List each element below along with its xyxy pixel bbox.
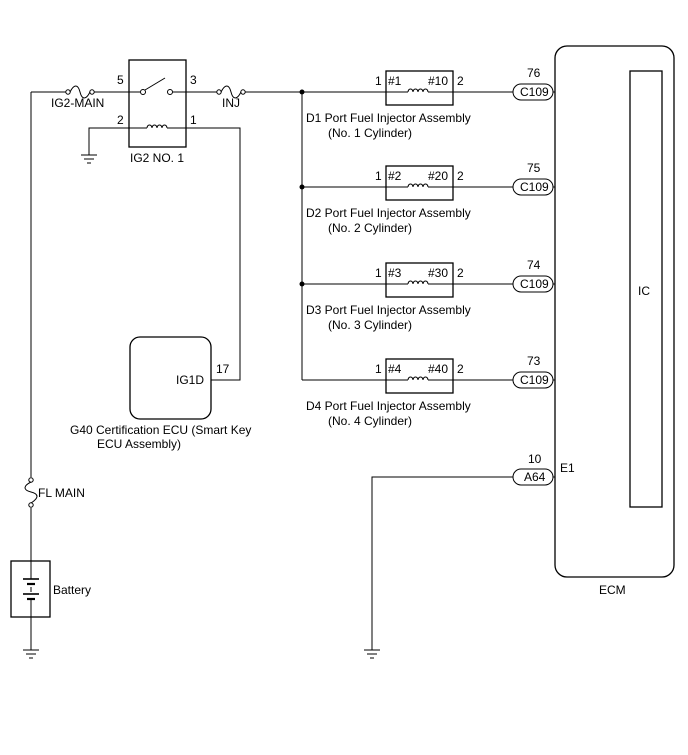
relay-label: IG2 NO. 1	[130, 151, 184, 165]
injector-right-pin: 2	[457, 266, 464, 280]
injector-name: D4 Port Fuel Injector Assembly	[306, 399, 471, 413]
cert-ecu-label-1: G40 Certification ECU (Smart Key	[70, 423, 251, 437]
cert-ecu-label-2: ECU Assembly)	[97, 437, 181, 451]
ig1d-wire	[186, 127, 241, 381]
injector-ecm-pin: 74	[527, 258, 541, 272]
c109-connector-label: C109	[520, 277, 549, 291]
c109-connector-label: C109	[520, 180, 549, 194]
c109-connector-label: C109	[520, 373, 549, 387]
injector-in-terminal: #1	[388, 74, 402, 88]
injector-in-terminal: #4	[388, 362, 402, 376]
fuse-fl-main-label: FL MAIN	[38, 486, 85, 500]
fuse-ig2-main-icon	[65, 85, 95, 99]
junction-dot	[299, 184, 305, 190]
injector-out-terminal: #20	[428, 169, 448, 183]
injector-right-pin: 2	[457, 362, 464, 376]
injector-coil-icon	[407, 88, 429, 93]
junction-dot	[299, 89, 305, 95]
injector-coil-icon	[407, 280, 429, 285]
ig2-relay-box	[128, 59, 187, 148]
junction-dot	[299, 281, 305, 287]
ground-icon	[364, 649, 380, 659]
e1-ecm-pin: 10	[528, 452, 542, 466]
ig2-relay	[128, 59, 187, 148]
ecm-ic-label: IC	[638, 284, 650, 298]
fuse-inj-label: INJ	[222, 96, 240, 110]
injector-box	[385, 262, 454, 298]
fuse-fl-main-icon	[24, 477, 38, 508]
ground-icon	[81, 154, 97, 164]
ecm-ic-box	[629, 70, 663, 508]
c109-connector	[512, 275, 554, 293]
fuse-ig2-main-label: IG2-MAIN	[51, 96, 104, 110]
injector-ecm-pin: 73	[527, 354, 541, 368]
injector-1: 1 2 #1 #10 D1 Port Fuel Injector Assembly(No…	[306, 66, 580, 140]
injector-left-pin: 1	[375, 362, 382, 376]
c109-connector-label: C109	[520, 85, 549, 99]
a64-connector-label: A64	[524, 470, 546, 484]
injector-in-terminal: #3	[388, 266, 402, 280]
relay-switch-icon	[129, 77, 186, 95]
relay-coil-ground-wire	[88, 127, 129, 155]
injector-out-terminal: #30	[428, 266, 448, 280]
injector-3: 1 2 #3 #30 D3 Port Fuel Injector Assembly(No…	[306, 258, 580, 332]
injector-name: D1 Port Fuel Injector Assembly	[306, 111, 471, 125]
injector-right-pin: 2	[457, 74, 464, 88]
injector-out-terminal: #40	[428, 362, 448, 376]
cert-ecu-pin: 17	[216, 362, 230, 376]
battery-cell-icon	[23, 561, 39, 617]
injector-left-pin: 1	[375, 169, 382, 183]
relay-pin-1: 1	[190, 113, 197, 127]
a64-connector	[512, 468, 554, 486]
injector-left-pin: 1	[375, 266, 382, 280]
injector-cylinder: (No. 4 Cylinder)	[328, 414, 412, 428]
relay-pin-3: 3	[190, 73, 197, 87]
injector-name: D2 Port Fuel Injector Assembly	[306, 206, 471, 220]
injector-right-pin: 2	[457, 169, 464, 183]
injector-cylinder: (No. 2 Cylinder)	[328, 221, 412, 235]
cert-ecu-terminal: IG1D	[176, 373, 204, 387]
injector-cylinder: (No. 1 Cylinder)	[328, 126, 412, 140]
injector-ecm-pin: 76	[527, 66, 541, 80]
fuse-inj-icon	[216, 85, 246, 99]
battery-label: Battery	[53, 583, 91, 597]
ecm-label: ECM	[599, 583, 626, 597]
injector-coil-icon	[407, 376, 429, 381]
injector-in-terminal: #2	[388, 169, 402, 183]
injector-out-terminal: #10	[428, 74, 448, 88]
injector-2: 1 2 #2 #20 D2 Port Fuel Injector Assembly(No…	[306, 161, 580, 235]
injector-box	[385, 165, 454, 201]
battery	[10, 560, 51, 618]
relay-pin-5: 5	[117, 73, 124, 87]
injector-4: 1 2 #4 #40 D4 Port Fuel Injector Assembly(No…	[306, 354, 580, 428]
c109-connector	[512, 371, 554, 389]
injector-ecm-pin: 75	[527, 161, 541, 175]
relay-pin-2: 2	[117, 113, 124, 127]
injector-name: D3 Port Fuel Injector Assembly	[306, 303, 471, 317]
injector-left-pin: 1	[375, 74, 382, 88]
c109-connector	[512, 83, 554, 101]
injector-box	[385, 70, 454, 106]
injector-box	[385, 358, 454, 394]
relay-coil-icon	[129, 124, 186, 129]
c109-connector	[512, 178, 554, 196]
ground-icon	[23, 649, 39, 659]
injector-cylinder: (No. 3 Cylinder)	[328, 318, 412, 332]
injector-coil-icon	[407, 183, 429, 188]
e1-terminal-label: E1	[560, 461, 575, 475]
certification-ecu-box	[129, 336, 212, 420]
